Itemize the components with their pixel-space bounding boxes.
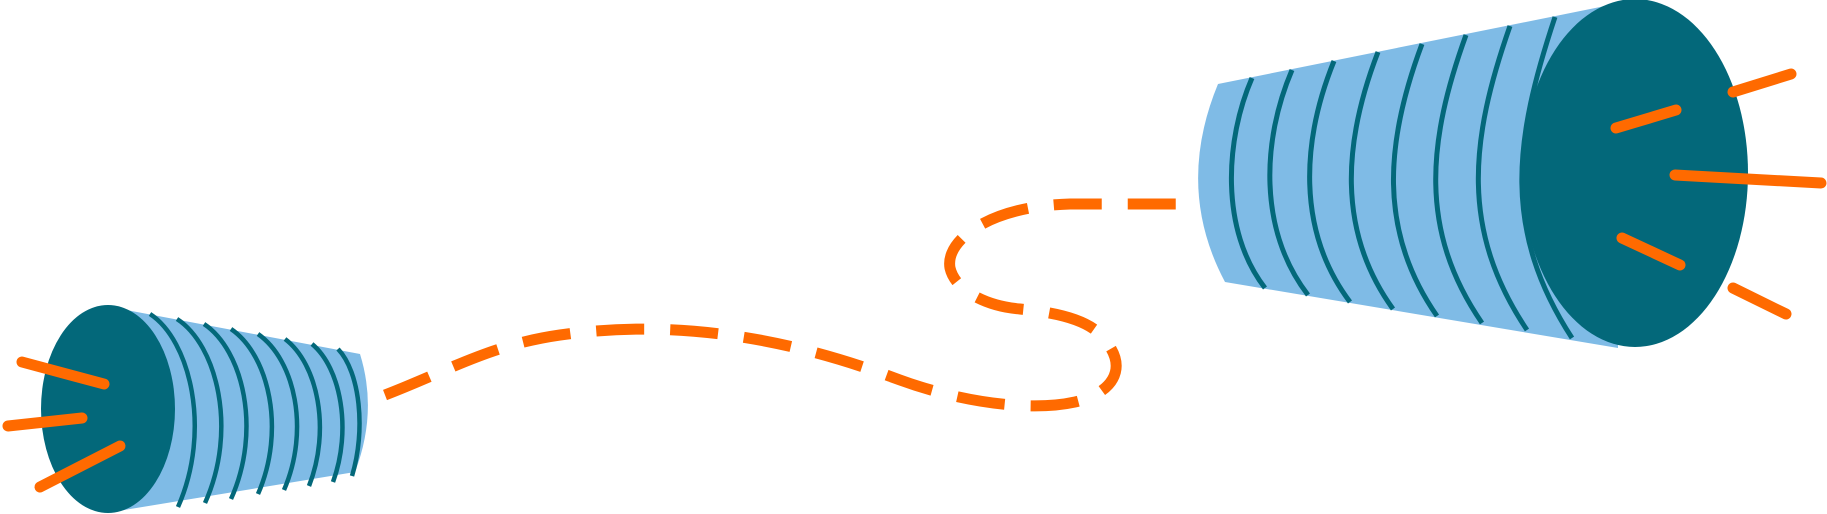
large-can-sound-lines <box>1610 68 1827 320</box>
large-can <box>1198 0 1748 348</box>
small-can-ridges <box>148 312 362 508</box>
large-can-ridges <box>1229 16 1575 340</box>
small-can-end <box>41 305 175 513</box>
large-can-end <box>1522 0 1748 347</box>
large-can-body <box>1198 4 1618 348</box>
small-can <box>41 305 368 513</box>
dashed-string <box>383 198 1205 412</box>
small-can-sound-lines <box>2 356 126 493</box>
